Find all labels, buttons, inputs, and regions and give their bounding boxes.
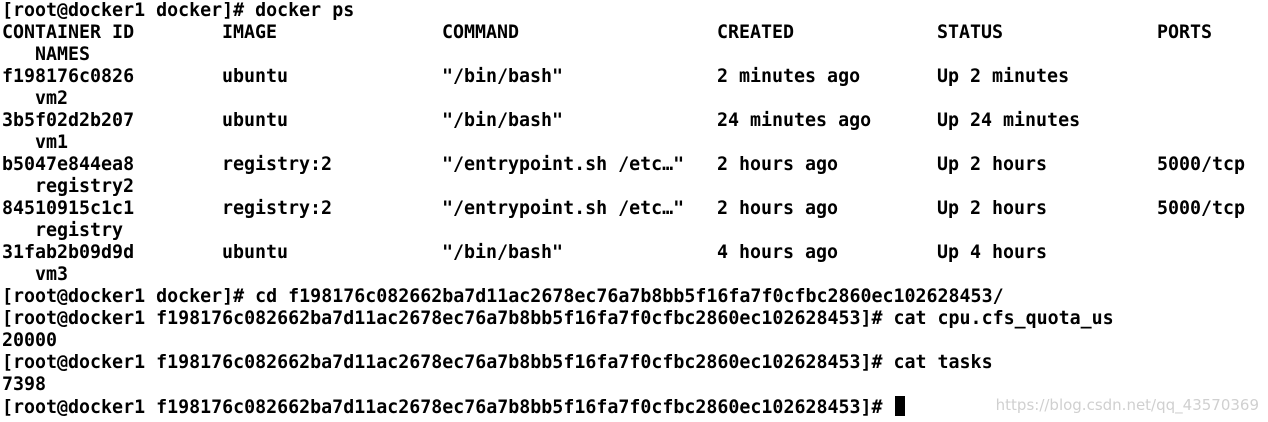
container-name: vm1: [35, 132, 69, 153]
container-command: "/bin/bash": [442, 110, 564, 131]
container-name: vm3: [35, 264, 69, 285]
table-row: b5047e844ea8 registry:2 "/entrypoint.sh …: [2, 154, 1268, 176]
container-id: 3b5f02d2b207: [2, 110, 135, 131]
header-created: CREATED: [717, 22, 795, 43]
command-line-cd: [root@docker1 docker]# cd f198176c082662…: [2, 286, 1004, 308]
container-status: Up 24 minutes: [937, 110, 1081, 131]
container-image: ubuntu: [222, 110, 289, 131]
container-id: b5047e844ea8: [2, 154, 135, 175]
table-row: 31fab2b09d9d ubuntu "/bin/bash" 4 hours …: [2, 242, 1268, 264]
container-status: Up 2 hours: [937, 198, 1048, 219]
command-line-docker-ps: [root@docker1 docker]# docker ps: [2, 0, 354, 22]
watermark-text: https://blog.csdn.net/qq_43570369: [995, 396, 1259, 414]
container-created: 2 hours ago: [717, 198, 839, 219]
container-ports: 5000/tcp: [1157, 198, 1246, 219]
ps-header-row: CONTAINER ID IMAGE COMMAND CREATED STATU…: [2, 22, 1268, 44]
container-image: registry:2: [222, 198, 333, 219]
command-text: cat tasks: [893, 352, 993, 373]
container-image: ubuntu: [222, 66, 289, 87]
container-id: f198176c0826: [2, 66, 135, 87]
container-ports: 5000/tcp: [1157, 154, 1246, 175]
container-name: vm2: [35, 88, 69, 109]
header-image: IMAGE: [222, 22, 278, 43]
container-name: registry: [35, 220, 124, 241]
container-command: "/bin/bash": [442, 242, 564, 263]
container-created: 2 minutes ago: [717, 66, 861, 87]
table-row: f198176c0826 ubuntu "/bin/bash" 2 minute…: [2, 66, 1268, 88]
table-row-names: vm1: [2, 132, 68, 154]
header-status: STATUS: [937, 22, 1004, 43]
container-created: 2 hours ago: [717, 154, 839, 175]
container-status: Up 2 hours: [937, 154, 1048, 175]
header-container-id: CONTAINER ID: [2, 22, 135, 43]
table-row-names: vm3: [2, 264, 68, 286]
ps-header-names-row: NAMES: [2, 44, 90, 66]
command-text: docker ps: [255, 0, 355, 21]
table-row-names: registry2: [2, 176, 134, 198]
shell-prompt: [root@docker1 docker]#: [2, 0, 256, 21]
shell-prompt: [root@docker1 docker]#: [2, 286, 256, 307]
output-tasks: 7398: [2, 374, 47, 395]
command-line-cat-tasks: [root@docker1 f198176c082662ba7d11ac2678…: [2, 352, 993, 374]
shell-prompt: [root@docker1 f198176c082662ba7d11ac2678…: [2, 352, 894, 373]
command-text: cat cpu.cfs_quota_us: [893, 308, 1114, 329]
container-created: 24 minutes ago: [717, 110, 872, 131]
container-image: ubuntu: [222, 242, 289, 263]
header-names: NAMES: [35, 44, 91, 65]
container-status: Up 4 hours: [937, 242, 1048, 263]
command-text: cd f198176c082662ba7d11ac2678ec76a7b8bb5…: [255, 286, 1004, 307]
header-ports: PORTS: [1157, 22, 1213, 43]
container-created: 4 hours ago: [717, 242, 839, 263]
container-status: Up 2 minutes: [937, 66, 1070, 87]
active-prompt-line[interactable]: [root@docker1 f198176c082662ba7d11ac2678…: [2, 396, 905, 418]
table-row-names: vm2: [2, 88, 68, 110]
shell-prompt: [root@docker1 f198176c082662ba7d11ac2678…: [2, 397, 894, 418]
container-name: registry2: [35, 176, 135, 197]
container-id: 31fab2b09d9d: [2, 242, 135, 263]
shell-prompt: [root@docker1 f198176c082662ba7d11ac2678…: [2, 308, 894, 329]
container-command: "/bin/bash": [442, 66, 564, 87]
container-image: registry:2: [222, 154, 333, 175]
text-cursor: [894, 396, 905, 416]
header-command: COMMAND: [442, 22, 520, 43]
output-quota: 20000: [2, 330, 58, 351]
container-id: 84510915c1c1: [2, 198, 135, 219]
container-command: "/entrypoint.sh /etc…": [442, 154, 685, 175]
table-row-names: registry: [2, 220, 123, 242]
container-command: "/entrypoint.sh /etc…": [442, 198, 685, 219]
table-row: 84510915c1c1 registry:2 "/entrypoint.sh …: [2, 198, 1268, 220]
table-row: 3b5f02d2b207 ubuntu "/bin/bash" 24 minut…: [2, 110, 1268, 132]
command-line-cat-quota: [root@docker1 f198176c082662ba7d11ac2678…: [2, 308, 1114, 330]
